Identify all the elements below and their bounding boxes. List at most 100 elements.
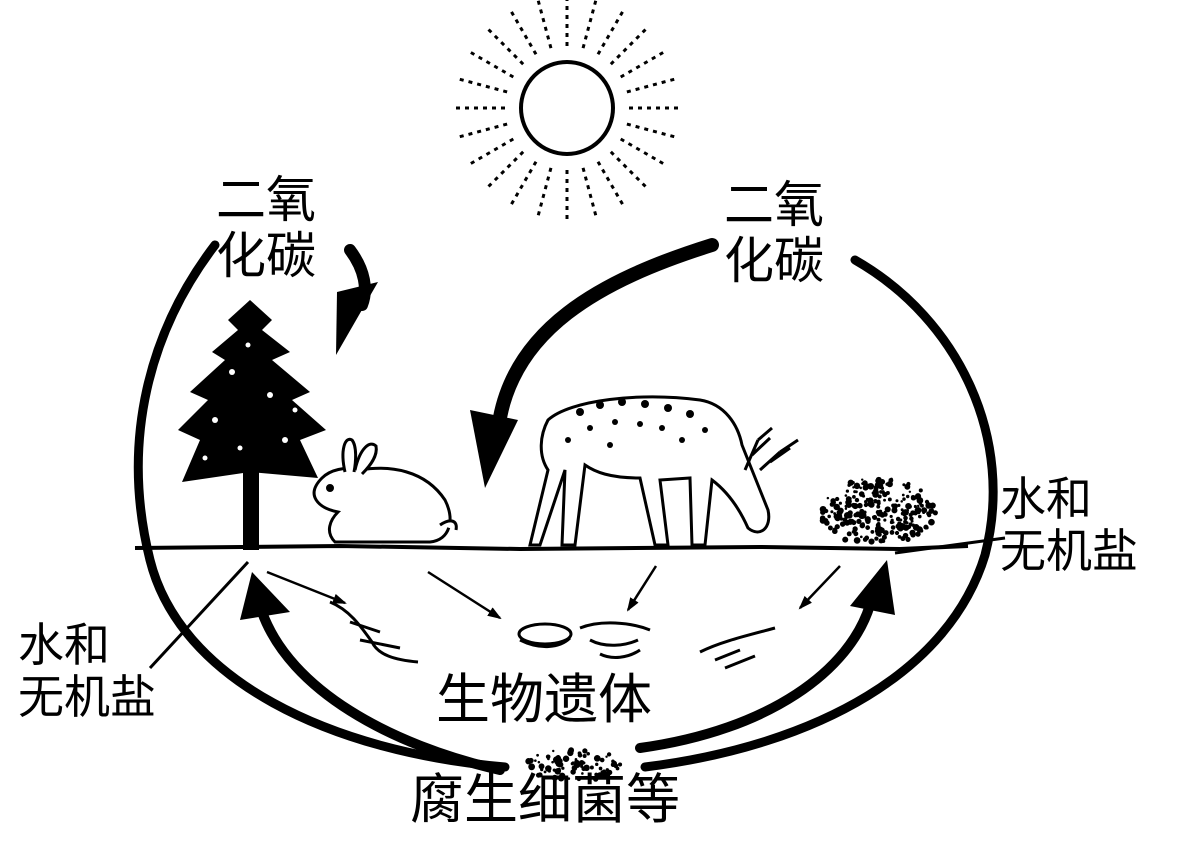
speckle-dot [878,526,883,531]
speckle-dot [605,755,608,758]
sun-ray [626,122,676,139]
speckle-dot [861,478,864,481]
speckle-dot [845,489,850,493]
speckle-dot [922,511,926,515]
speckle-dot [910,519,914,523]
speckle-dot [543,770,547,774]
speckle-dot [843,512,851,519]
speckle-dot [839,521,846,527]
speckle-dot [593,776,599,782]
speckle-dot [528,763,536,771]
speckle-dot [860,522,865,527]
speckle-dot [844,494,848,497]
speckle-dot [859,535,863,539]
speckle-dot [576,777,581,782]
speckle-dot [582,748,588,754]
wm-left-pointer [148,560,250,670]
sun-ray [581,167,598,217]
speckle-dot [846,512,849,515]
speckle-dot [864,535,870,541]
speckle-dot [876,504,881,509]
wm-left-line-1: 水和 [18,618,110,672]
speckle-dot [881,534,887,540]
speckle-dot [851,530,856,534]
speckle-dot [852,503,859,510]
speckle-dot [918,488,923,493]
speckle-dot [923,508,927,512]
speckle-dot [537,760,541,764]
speckle-dot [890,518,894,522]
water-minerals-label-left: 水和 无机盐 [18,618,156,723]
speckle-dot [552,749,555,753]
speckle-dot [847,479,854,486]
speckle-dot [615,766,620,771]
speckle-dot [883,498,887,502]
speckle-dot [905,502,912,510]
sun-ray [619,137,665,166]
speckle-dot [863,502,868,508]
speckle-dot [897,503,901,507]
speckle-dot [876,499,881,504]
speckle-dot [830,510,834,514]
speckle-dot [552,756,560,764]
speckle-dot [856,518,862,525]
co2-left-line-1: 二氧 [216,171,316,229]
speckle-dot [605,768,609,772]
left-cycle-arc [133,240,510,772]
decomposers-label: 腐生细菌等 [410,768,680,831]
speckle-dot [913,510,918,516]
speckle-dot [561,766,565,770]
speckle-dot [910,532,916,538]
speckle-dot [832,527,837,532]
speckle-dot [879,490,883,494]
speckle-dot [852,495,856,499]
speckle-dot [916,497,924,504]
speckle-dot [599,757,605,763]
speckle-dot [618,762,623,767]
speckle-dot [899,518,903,522]
speckle-dot [538,763,545,770]
wm-right-pointer [894,536,1006,555]
speckle-dot [915,531,921,537]
speckle-dot [865,518,871,525]
speckle-dot [862,480,868,486]
speckle-dot [835,496,840,502]
speckle-dot [909,516,914,521]
co2-label-left: 二氧 化碳 [216,172,316,284]
speckle-dot [873,498,878,504]
speckle-dot [889,477,893,481]
speckle-dot [928,513,931,517]
sun-ray [458,122,508,139]
sun-ray [596,10,625,56]
organism-remains-label: 生物遗体 [436,668,652,731]
sun-icon [455,0,679,220]
right-inner-arrow [635,560,895,753]
speckle-dot [900,536,906,542]
sun-ray [581,0,598,49]
co2-left-down-arrow [336,244,378,355]
co2-left-line-2: 化碳 [216,227,316,285]
speckle-dot [525,758,532,765]
speckle-dot [900,500,903,503]
speckle-dot [838,514,843,519]
speckle-dot [876,517,881,522]
speckle-dot [540,767,544,772]
wm-right-line-1: 水和 [1000,472,1092,526]
speckle-dot [589,765,594,770]
speckle-dot [851,481,855,485]
speckle-dot [844,519,851,526]
speckle-dot [559,772,566,779]
speckle-dot [902,497,906,501]
speckle-dot [545,765,552,772]
co2-right-line-2: 化碳 [724,232,824,290]
sun-ray [609,150,648,189]
speckle-dot [571,761,575,765]
sun-ray [596,160,625,206]
sun-ray [626,77,676,94]
speckle-dot [610,762,616,767]
speckle-dot [880,486,885,490]
left-inner-arrow [240,572,505,775]
speckle-dot [878,538,884,544]
speckle-dot [842,536,849,543]
speckle-dot [853,482,861,490]
